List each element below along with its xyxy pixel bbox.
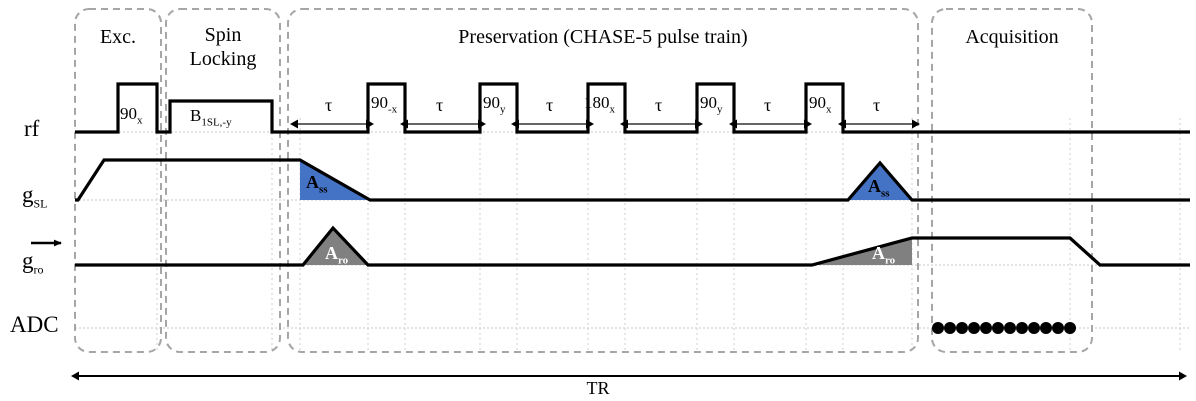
adc-sample-dot: [932, 322, 944, 334]
pulse-label-exc-90x-sub: x: [137, 114, 143, 127]
area-label-a-ss-1-sub: ss: [319, 183, 328, 196]
stage-label-preservation: Preservation (CHASE-5 pulse train): [458, 26, 748, 48]
area-a-ss-2: [848, 163, 912, 200]
pulse-label-chase-90y-1-main: 90: [483, 93, 500, 112]
adc-sample-dots: [932, 322, 1076, 334]
tau-label-6: τ: [873, 95, 881, 115]
area-label-a-ss-2-sub: ss: [881, 187, 890, 200]
adc-sample-dot: [956, 322, 968, 334]
tr-label: TR: [586, 378, 610, 398]
stage-label-acquisition: Acquisition: [965, 26, 1059, 48]
area-label-a-ro-2-main: A: [872, 243, 885, 263]
pulse-label-chase-90-x: 90-x: [371, 93, 397, 115]
pulse-label-chase-90x: 90x: [809, 93, 832, 115]
channel-label-gsl: gSL: [22, 182, 48, 212]
pulse-label-chase-90x-sub: x: [826, 103, 832, 116]
gro-waveform: [75, 225, 1190, 267]
channel-label-gro: gro: [22, 248, 44, 278]
pulse-label-spinlock-b1-main: B: [190, 106, 202, 125]
adc-sample-dot: [1004, 322, 1016, 334]
stage-box-preservation: [287, 8, 919, 353]
area-a-ro-1: [303, 228, 368, 265]
tau-label-4: τ: [655, 95, 663, 115]
adc-sample-dot: [1052, 322, 1064, 334]
adc-sample-dot: [1040, 322, 1052, 334]
stage-label-spin-locking-line1: Spin: [204, 24, 242, 46]
pulse-label-spinlock-b1: B1SL,-y: [190, 106, 232, 128]
channel-label-gro-sub: ro: [33, 262, 44, 277]
area-label-a-ss-1-main: A: [306, 172, 319, 192]
pulse-label-chase-90y-1-sub: y: [500, 103, 506, 116]
area-label-a-ss-2-main: A: [868, 176, 881, 196]
channel-label-gsl-sub: SL: [33, 196, 48, 211]
pulse-label-chase-90x-main: 90: [809, 93, 826, 112]
adc-sample-dot: [968, 322, 980, 334]
pulse-label-spinlock-b1-sub: 1SL,-y: [201, 116, 232, 129]
stage-label-spin-locking: Spin Locking: [166, 24, 280, 71]
adc-sample-dot: [1064, 322, 1076, 334]
tau-label-1: τ: [325, 95, 333, 115]
pulse-label-chase-180x-sub: x: [609, 103, 616, 116]
area-label-a-ss-2: Ass: [868, 176, 890, 200]
pulse-label-chase-90-x-sub: -x: [388, 103, 398, 116]
stage-box-spin-locking: [165, 8, 281, 353]
pulse-label-chase-90y-2: 90y: [700, 93, 723, 115]
pulse-label-exc-90x: 90x: [120, 104, 143, 126]
pulse-label-chase-90y-2-main: 90: [700, 93, 717, 112]
event-guides: [156, 118, 1181, 352]
tau-label-5: τ: [764, 95, 772, 115]
adc-sample-dot: [980, 322, 992, 334]
pulse-label-chase-180x: 180x: [584, 93, 615, 115]
gsl-waveform: [75, 158, 1190, 202]
pulse-label-chase-180x-main: 180: [584, 93, 610, 112]
stage-box-acquisition: [931, 8, 1093, 353]
area-label-a-ro-2-sub: ro: [885, 254, 896, 267]
channel-label-rf: rf: [24, 116, 40, 141]
stage-label-excitation: Exc.: [99, 26, 137, 48]
rf-waveform: [75, 82, 1190, 134]
tau-label-3: τ: [546, 95, 554, 115]
area-label-a-ro-2: Aro: [872, 243, 895, 267]
tau-label-2: τ: [436, 95, 444, 115]
pulse-label-chase-90-x-main: 90: [371, 93, 388, 112]
pulse-label-chase-90y-2-sub: y: [717, 103, 723, 116]
area-label-a-ro-1-sub: ro: [338, 254, 349, 267]
area-label-a-ro-1: Aro: [325, 243, 348, 267]
adc-sample-dot: [1016, 322, 1028, 334]
adc-sample-dot: [1028, 322, 1040, 334]
stage-box-excitation: [74, 8, 162, 353]
area-label-a-ss-1: Ass: [306, 172, 328, 196]
channel-label-gro-main: g: [22, 248, 34, 273]
pulse-label-exc-90x-main: 90: [120, 104, 137, 123]
adc-sample-dot: [992, 322, 1004, 334]
stage-label-spin-locking-line2: Locking: [189, 47, 257, 70]
channel-label-adc: ADC: [10, 312, 59, 337]
adc-sample-dot: [944, 322, 956, 334]
channel-label-gsl-main: g: [22, 182, 34, 207]
pulse-label-chase-90y-1: 90y: [483, 93, 506, 115]
stage-boxes: [74, 8, 1093, 353]
area-label-a-ro-1-main: A: [325, 243, 338, 263]
